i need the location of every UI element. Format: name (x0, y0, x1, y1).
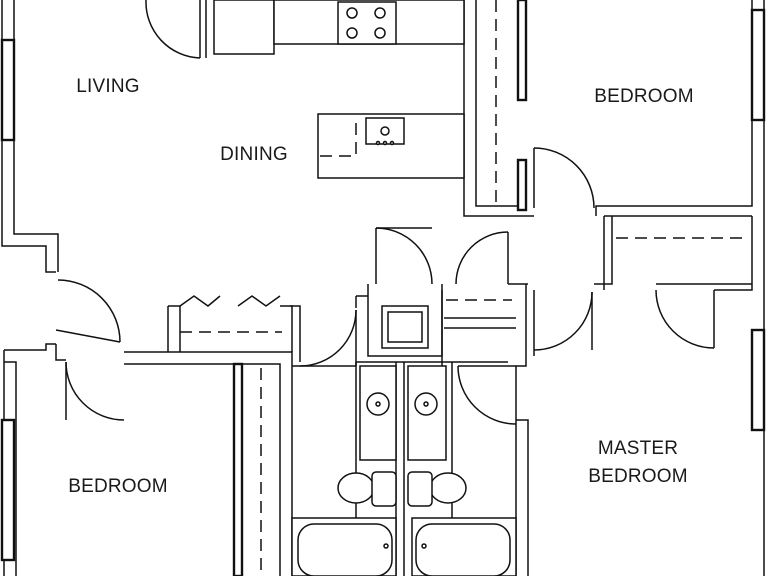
room-label-master-line2: BEDROOM (588, 466, 688, 487)
room-labels: LIVING DINING BEDROOM BEDROOM MASTER BED… (68, 76, 694, 497)
bathrooms (291, 365, 517, 576)
room-label-bedroom-top: BEDROOM (594, 86, 694, 107)
laundry (381, 305, 429, 349)
doors (55, 0, 715, 425)
room-label-living: LIVING (76, 76, 140, 97)
kitchen (213, 0, 465, 179)
room-label-dining: DINING (220, 144, 288, 165)
room-label-bedroom-left: BEDROOM (68, 476, 168, 497)
room-label-master-line1: MASTER (598, 438, 678, 459)
